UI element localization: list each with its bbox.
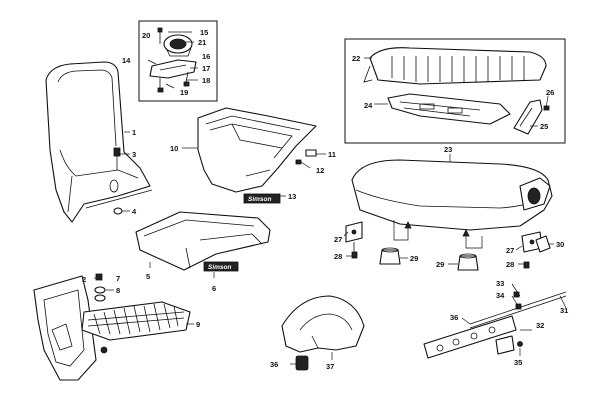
emblem-6-text: Simson [208,264,232,271]
callout-14: 14 [122,56,131,65]
part-16-bracket [149,59,197,79]
callout-25: 25 [540,122,548,131]
part-4-washer [113,207,123,215]
callout-31: 31 [560,306,568,315]
callout-19: 19 [180,88,188,97]
callout-6: 6 [212,284,216,293]
callout-29-right: 29 [436,260,444,269]
part-12-screw [295,159,311,169]
callout-28-right: 28 [506,260,514,269]
callout-20: 20 [142,31,150,40]
callout-30: 30 [556,240,564,249]
part-15-screw [157,27,163,44]
callout-16: 16 [202,52,210,61]
callout-27-right: 27 [506,246,514,255]
part-35-plate [495,335,523,355]
part-1-backrest [45,61,153,223]
part-2-frame [33,275,108,381]
callout-21: 21 [198,38,206,47]
callout-24: 24 [364,101,373,110]
part-9-grid-plate [81,301,191,341]
part-3-screw [113,147,121,170]
callout-12: 12 [316,166,324,175]
part-27-bracket-left [345,221,363,243]
part-11-clip [305,149,317,157]
part-29-buffer-left [379,247,401,265]
callout-26: 26 [546,88,554,97]
part-10-side-cover [197,107,317,193]
callout-37: 37 [326,362,334,371]
callout-18: 18 [202,76,210,85]
callout-29-left: 29 [410,254,418,263]
part-29-buffer-right [457,253,479,271]
part-28-screw-right [523,261,530,269]
part-32-hinge [423,315,517,359]
part-23-mounting-arrows [393,220,483,249]
callout-34: 34 [496,291,505,300]
callout-17: 17 [202,64,210,73]
part-25-trim [513,99,543,135]
part-24-seat-pan [387,93,511,125]
part-37-fender [281,295,365,353]
part-20-cap [163,34,193,57]
callout-10: 10 [170,144,178,153]
callout-2: 2 [82,275,86,284]
callout-1: 1 [132,128,136,137]
detail-box-22-26 [344,38,566,144]
part-5-cushion [135,211,271,271]
part-30-lock [535,235,551,253]
callout-8: 8 [116,286,120,295]
callout-36-right: 36 [450,313,458,322]
callout-33: 33 [496,279,504,288]
callout-4: 4 [132,207,137,216]
callout-35: 35 [514,358,522,367]
part-13-emblem: Simson [243,193,281,204]
part-22-seat-cover [363,47,547,85]
leader-lines [94,31,567,365]
emblem-13-text: Simson [248,196,272,203]
part-7-8-bolts [94,273,106,302]
callout-3: 3 [132,150,136,159]
callout-5: 5 [146,272,150,281]
callout-28-left: 28 [334,252,342,261]
part-36-nut [295,355,309,371]
callout-36-left: 36 [270,360,278,369]
callout-9: 9 [196,320,200,329]
callout-22: 22 [352,54,360,63]
part-6-emblem: Simson [203,261,239,272]
callout-23: 23 [444,145,452,154]
callout-32: 32 [536,321,544,330]
callout-13: 13 [288,192,296,201]
callout-labels: 1 3 4 2 7 8 9 5 6 10 11 12 13 14 15 20 2… [82,28,568,371]
callout-11: 11 [328,150,336,159]
part-28-screw-left [351,242,358,259]
callout-7: 7 [116,274,120,283]
part-23-seat [351,159,553,231]
callout-15: 15 [200,28,208,37]
detail-box-14-21 [138,20,218,102]
callout-27-left: 27 [334,235,342,244]
